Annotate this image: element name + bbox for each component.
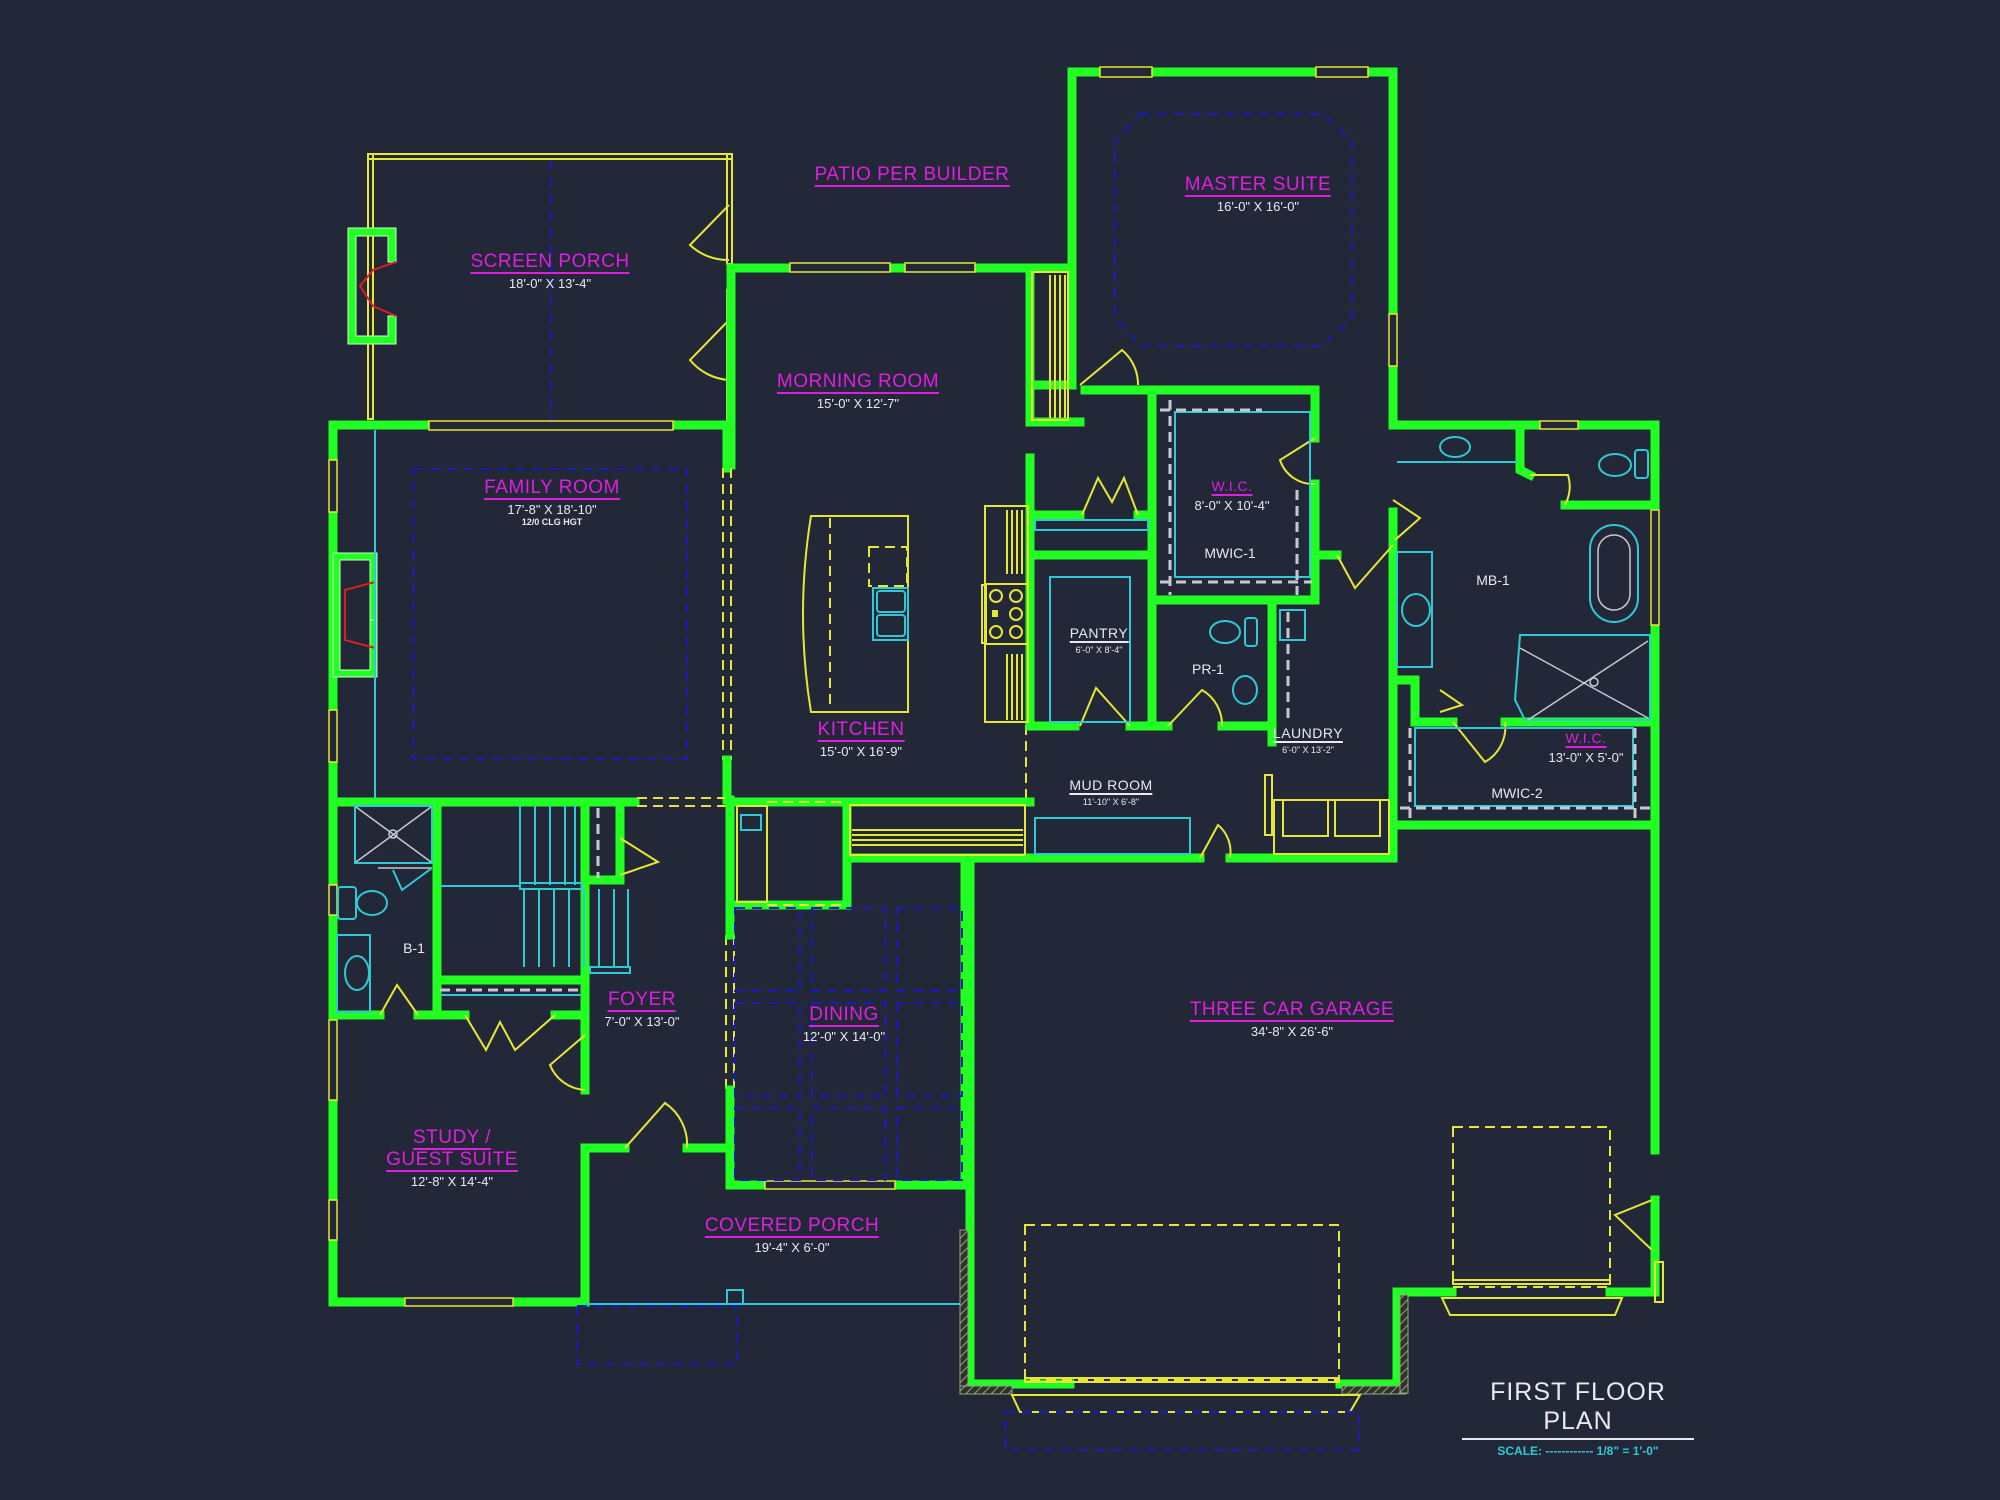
kitchen-range-counter [981, 505, 1029, 723]
plan-scale: SCALE: ------------ 1/8" = 1'-0" [1497, 1444, 1659, 1458]
room-dimensions: 13'-0" X 5'-0" [1548, 750, 1624, 765]
room-name: LAUNDRY [1272, 725, 1344, 743]
room-dimensions: 15'-0" X 16'-9" [819, 744, 903, 759]
room-name: THREE CAR GARAGE [1189, 999, 1395, 1022]
room-name: MORNING ROOM [776, 371, 940, 394]
staircase [440, 805, 631, 996]
room-name: FAMILY ROOM [484, 477, 620, 500]
room-dimensions: 12'-0" X 14'-0" [802, 1029, 886, 1044]
room-dimensions: 7'-0" X 13'-0" [604, 1014, 680, 1029]
room-name: PANTRY [1069, 625, 1129, 643]
dining-coffered-ceiling [734, 907, 963, 1181]
room-label-foyer: FOYER 7'-0" X 13'-0" [605, 990, 680, 1028]
room-label-morning-room: MORNING ROOM 15'-0" X 12'-7" [776, 371, 940, 411]
room-label-wic-2: W.I.C. 13'-0" X 5'-0" [1549, 730, 1624, 764]
room-tag-mb-1: MB-1 [1476, 572, 1510, 588]
wic-2-shelving [1400, 727, 1650, 820]
room-dimensions: 6'-0" X 13'-2" [1282, 745, 1334, 755]
room-label-study: STUDY / GUEST SUITE 12'-8" X 14'-4" [386, 1128, 518, 1188]
garage-doors [1004, 1126, 1664, 1451]
garage-foundation-hatch [1341, 1385, 1407, 1395]
room-name: STUDY / [412, 1127, 492, 1150]
room-name: MASTER SUITE [1184, 174, 1332, 197]
room-dimensions: 16'-0" X 16'-0" [1216, 199, 1300, 214]
bath-1-fixtures [336, 805, 433, 1013]
porch-fireplace [347, 227, 397, 345]
room-name: PATIO PER BUILDER [814, 164, 1010, 187]
room-name: SCREEN PORCH [470, 251, 630, 274]
room-dimensions: 34'-8" X 26'-6" [1250, 1024, 1334, 1039]
room-label-laundry: LAUNDRY 6'-0" X 13'-2" [1272, 725, 1344, 755]
room-label-dining: DINING 12'-0" X 14'-0" [803, 1005, 885, 1043]
room-tag-b-1: B-1 [403, 940, 425, 956]
room-dimensions: 12'-8" X 14'-4" [410, 1174, 494, 1189]
plan-title: FIRST FLOOR PLAN [1462, 1378, 1694, 1440]
room-label-mud-room: MUD ROOM 11'-10" X 6'-8" [1069, 777, 1153, 807]
room-label-master-suite: MASTER SUITE 16'-0" X 16'-0" [1184, 174, 1332, 214]
wic-1-shelving [1160, 400, 1312, 595]
powder-room-fixtures [1209, 609, 1306, 705]
room-dimensions: 11'-10" X 6'-8" [1082, 797, 1140, 807]
ceiling-height-note: 12/0 CLG HGT [521, 517, 583, 527]
garage-foundation-hatch [1399, 1294, 1409, 1394]
family-room-ceiling-outline [412, 468, 688, 760]
room-label-family-room: FAMILY ROOM 17'-8" X 18'-10" 12/0 CLG HG… [484, 478, 620, 527]
master-bath-fixtures [1396, 436, 1651, 721]
room-dimensions: 19'-4" X 6'-0" [754, 1240, 830, 1255]
room-label-wic-1: W.I.C. 8'-0" X 10'-4" [1195, 478, 1270, 512]
garage-foundation-hatch [959, 1385, 1013, 1395]
cabinetry [736, 271, 1390, 906]
exterior-walls [328, 66, 1660, 1389]
room-tag-pr-1: PR-1 [1192, 661, 1224, 677]
room-label-patio: PATIO PER BUILDER [814, 164, 1010, 187]
garage-foundation-hatch [959, 1229, 969, 1393]
room-dimensions: 8'-0" X 10'-4" [1194, 498, 1270, 513]
room-tag-mwic-2: MWIC-2 [1491, 785, 1543, 801]
room-dimensions: 15'-0" X 12'-7" [816, 396, 900, 411]
room-label-garage: THREE CAR GARAGE 34'-8" X 26'-6" [1189, 999, 1395, 1039]
room-name: W.I.C. [1565, 730, 1607, 748]
room-name: FOYER [608, 989, 676, 1012]
drawing-title-block: FIRST FLOOR PLAN SCALE: ------------ 1/8… [1462, 1378, 1694, 1458]
covered-porch-outline [576, 1289, 960, 1365]
room-dimensions: 6'-0" X 8'-4" [1075, 645, 1123, 655]
room-name: GUEST SUITE [386, 1149, 518, 1172]
room-name: DINING [809, 1004, 879, 1027]
room-label-screen-porch: SCREEN PORCH 18'-0" X 13'-4" [470, 251, 630, 291]
room-name: MUD ROOM [1069, 777, 1153, 795]
room-name: KITCHEN [817, 719, 905, 742]
room-label-kitchen: KITCHEN 15'-0" X 16'-9" [817, 719, 905, 759]
master-suite-tray-ceiling [1114, 113, 1353, 347]
room-name: W.I.C. [1211, 478, 1253, 496]
kitchen-island [802, 515, 909, 713]
room-label-pantry: PANTRY 6'-0" X 8'-4" [1069, 625, 1129, 655]
room-dimensions: 18'-0" X 13'-4" [508, 276, 592, 291]
room-dimensions: 17'-8" X 18'-10" [507, 502, 597, 517]
room-tag-mwic-1: MWIC-1 [1204, 545, 1256, 561]
room-label-covered-porch: COVERED PORCH 19'-4" X 6'-0" [704, 1215, 880, 1255]
room-name: COVERED PORCH [704, 1215, 880, 1238]
